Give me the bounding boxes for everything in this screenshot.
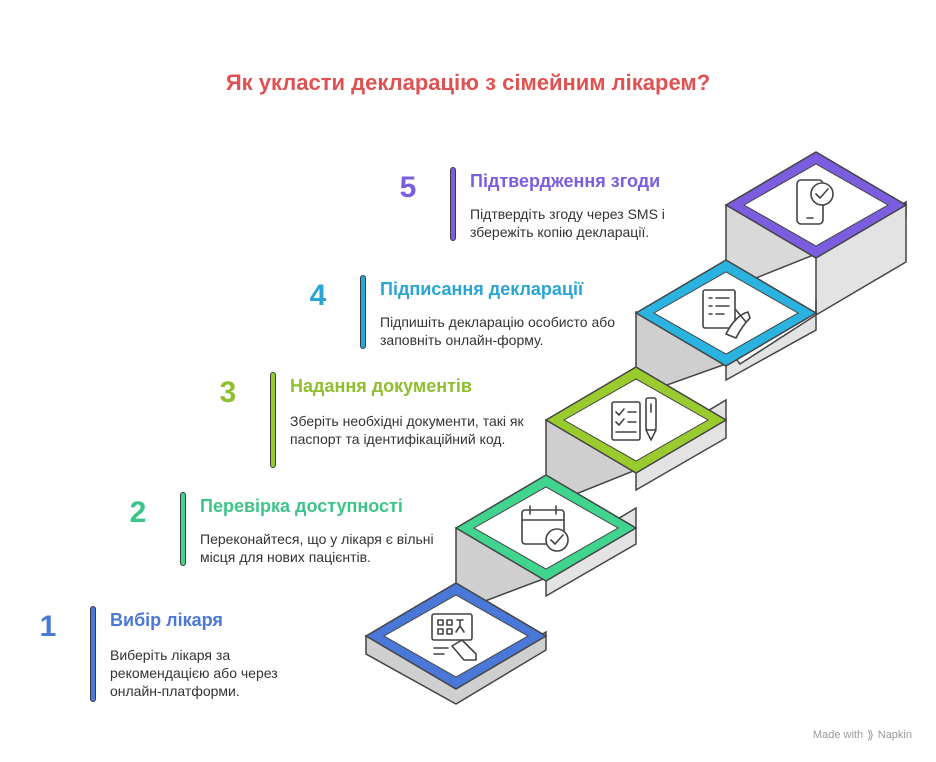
stair-step-4 bbox=[634, 259, 818, 367]
doctor-search-icon bbox=[431, 613, 477, 661]
step-heading: Підписання декларації bbox=[380, 279, 584, 299]
checklist-pen-icon bbox=[611, 397, 657, 441]
step-bar bbox=[450, 167, 456, 241]
step-number: 2 bbox=[129, 496, 147, 529]
step-number: 1 bbox=[39, 610, 57, 643]
stair-step-1 bbox=[364, 582, 548, 690]
step-description: Виберіть лікаря за рекомендацією або чер… bbox=[110, 647, 278, 699]
step-heading: Надання документів bbox=[290, 376, 472, 396]
document-signing-icon bbox=[702, 289, 751, 339]
stair-step-3 bbox=[544, 366, 728, 474]
step-heading: Підтвердження згоди bbox=[470, 171, 661, 191]
step-bar bbox=[180, 492, 186, 566]
made-with-label: Made with bbox=[812, 729, 864, 741]
stair-step-2 bbox=[454, 474, 638, 582]
stair-step-5 bbox=[724, 151, 908, 259]
wall-4-front bbox=[725, 300, 817, 382]
step-description: Переконайтеся, що у лікаря є вільні місц… bbox=[200, 531, 434, 565]
step-number: 3 bbox=[219, 376, 237, 409]
calendar-check-icon bbox=[521, 505, 569, 552]
napkin-logo-icon: ⟫ bbox=[867, 728, 874, 742]
made-with-napkin: Made with ⟫ Napkin bbox=[813, 728, 912, 742]
page-title: Як укласти декларацію з сімейним лікарем… bbox=[225, 70, 711, 95]
step-bar bbox=[90, 606, 96, 702]
step-description: Підпишіть декларацію особисто або заповн… bbox=[380, 314, 616, 348]
step-description: Підтвердіть згоду через SMS і збережіть … bbox=[470, 206, 665, 240]
step-description: Зберіть необхідні документи, такі як пас… bbox=[290, 413, 524, 447]
brand-name: Napkin bbox=[877, 729, 912, 741]
step-heading: Перевірка доступності bbox=[200, 496, 403, 516]
step-heading: Вибір лікаря bbox=[110, 610, 223, 630]
step-number: 4 bbox=[309, 279, 327, 312]
step-bar bbox=[270, 372, 276, 468]
phone-check-icon bbox=[796, 179, 834, 225]
step-number: 5 bbox=[399, 171, 417, 204]
step-bar bbox=[360, 275, 366, 349]
